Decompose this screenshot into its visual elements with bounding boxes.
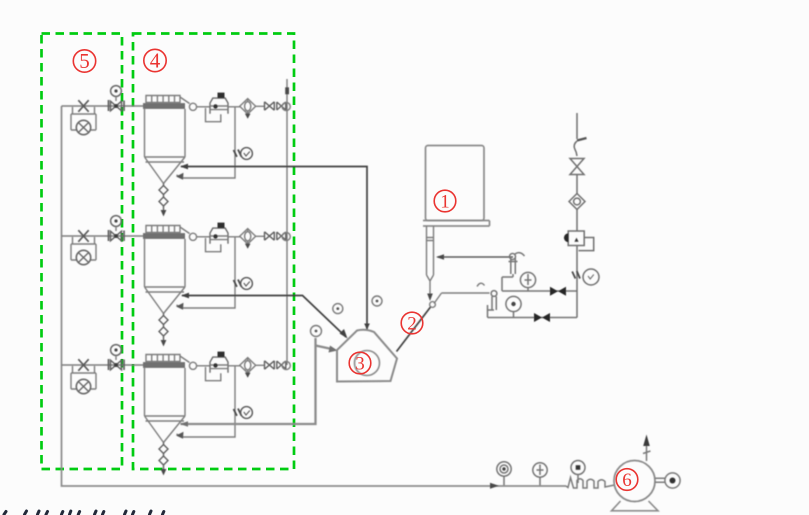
svg-text:4: 4	[150, 49, 161, 73]
svg-text:5: 5	[79, 49, 90, 73]
svg-text:3: 3	[355, 354, 365, 375]
svg-text:1: 1	[440, 192, 450, 213]
svg-text:2: 2	[407, 314, 417, 335]
svg-text:6: 6	[622, 470, 632, 491]
